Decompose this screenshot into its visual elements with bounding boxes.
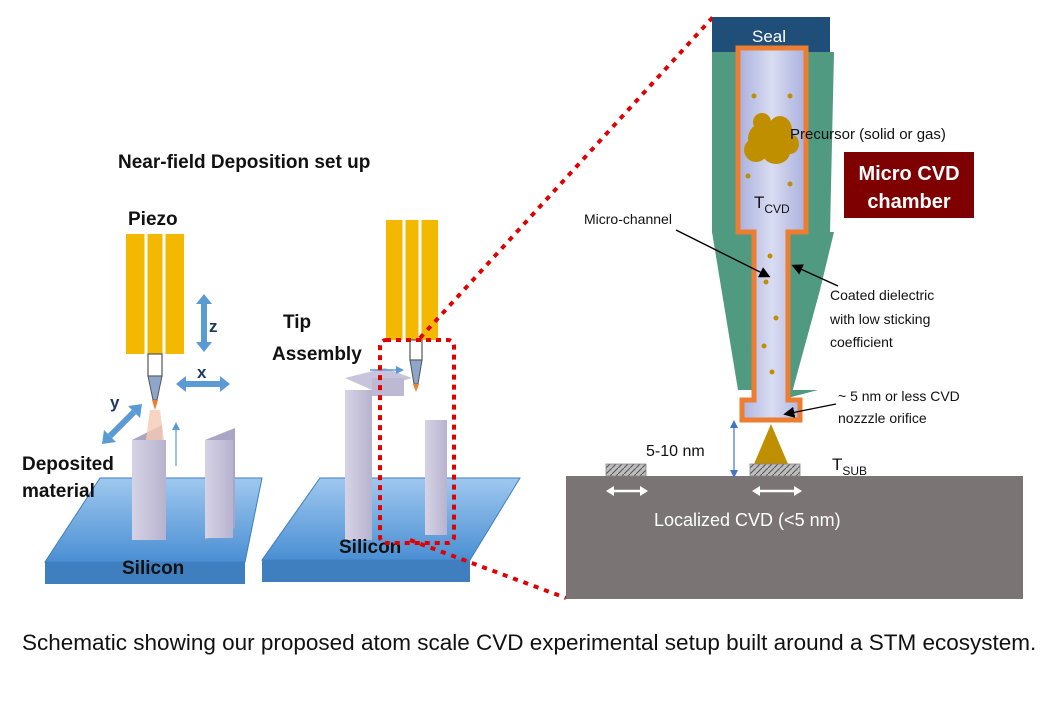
coated-label-line2: with low sticking <box>829 311 930 327</box>
piezo-left <box>126 234 184 354</box>
orifice-pointer <box>783 403 837 418</box>
pillar-left-1 <box>132 425 166 540</box>
axis-z-label: z <box>209 317 218 336</box>
setup-title: Near-field Deposition set up <box>118 152 370 173</box>
deposited-label-line2: material <box>22 481 95 502</box>
seal-label: Seal <box>752 27 786 46</box>
precursor-particles <box>745 93 793 375</box>
micro-cvd-label-line1: Micro CVD <box>858 163 959 185</box>
micro-channel-pointer <box>675 229 771 278</box>
piezo-label: Piezo <box>128 209 178 230</box>
figure-caption: Schematic showing our proposed atom scal… <box>22 630 1037 655</box>
y-axis-arrow <box>102 404 142 444</box>
width-arrow-left <box>606 486 648 496</box>
zoom-line-top <box>418 15 715 340</box>
z-axis-arrow <box>196 294 212 352</box>
precursor-label: Precursor (solid or gas) <box>790 126 946 143</box>
t-sub-label: TSUB <box>832 455 867 478</box>
zoom-box <box>378 338 456 545</box>
silicon-substrate-right <box>261 477 521 582</box>
silicon-label-left: Silicon <box>122 558 184 579</box>
pillar-left-2 <box>205 428 235 540</box>
orifice-label-line1: ~ 5 nm or less CVD <box>838 388 960 404</box>
silicon-label-right: Silicon <box>339 537 401 558</box>
micro-cvd-badge <box>844 152 974 218</box>
piezo-right <box>386 220 438 340</box>
width-arrow-right <box>752 486 802 496</box>
tip-right <box>409 339 423 392</box>
localized-cvd-label: Localized CVD (<5 nm) <box>654 510 841 530</box>
coated-label-line3: coefficient <box>830 334 893 350</box>
x-axis-arrow <box>176 376 230 392</box>
tip-left <box>146 353 164 440</box>
coated-label-line1: Coated dielectric <box>830 287 934 303</box>
axis-x-label: x <box>197 363 207 382</box>
coated-pointer <box>791 264 839 287</box>
axis-y-label: y <box>110 393 120 412</box>
bridge-structure <box>345 368 447 540</box>
micro-cvd-label-line2: chamber <box>867 191 951 213</box>
gap-label: 5-10 nm <box>646 443 705 460</box>
deposited-label-line1: Deposited <box>22 454 114 475</box>
surface-pad-right <box>749 463 801 477</box>
orifice-label-line2: nozzzle orifice <box>838 410 927 426</box>
surface-pad-left <box>605 463 647 477</box>
t-cvd-label: TCVD <box>754 193 790 216</box>
gap-arrow <box>730 420 738 478</box>
precursor-cluster <box>744 113 799 164</box>
deposit-cone <box>754 424 788 464</box>
tip-label-line1: Tip <box>283 312 311 333</box>
micro-channel-label: Micro-channel <box>584 211 672 227</box>
tip-label-line2: Assembly <box>272 344 362 365</box>
substrate-block <box>566 476 1023 599</box>
